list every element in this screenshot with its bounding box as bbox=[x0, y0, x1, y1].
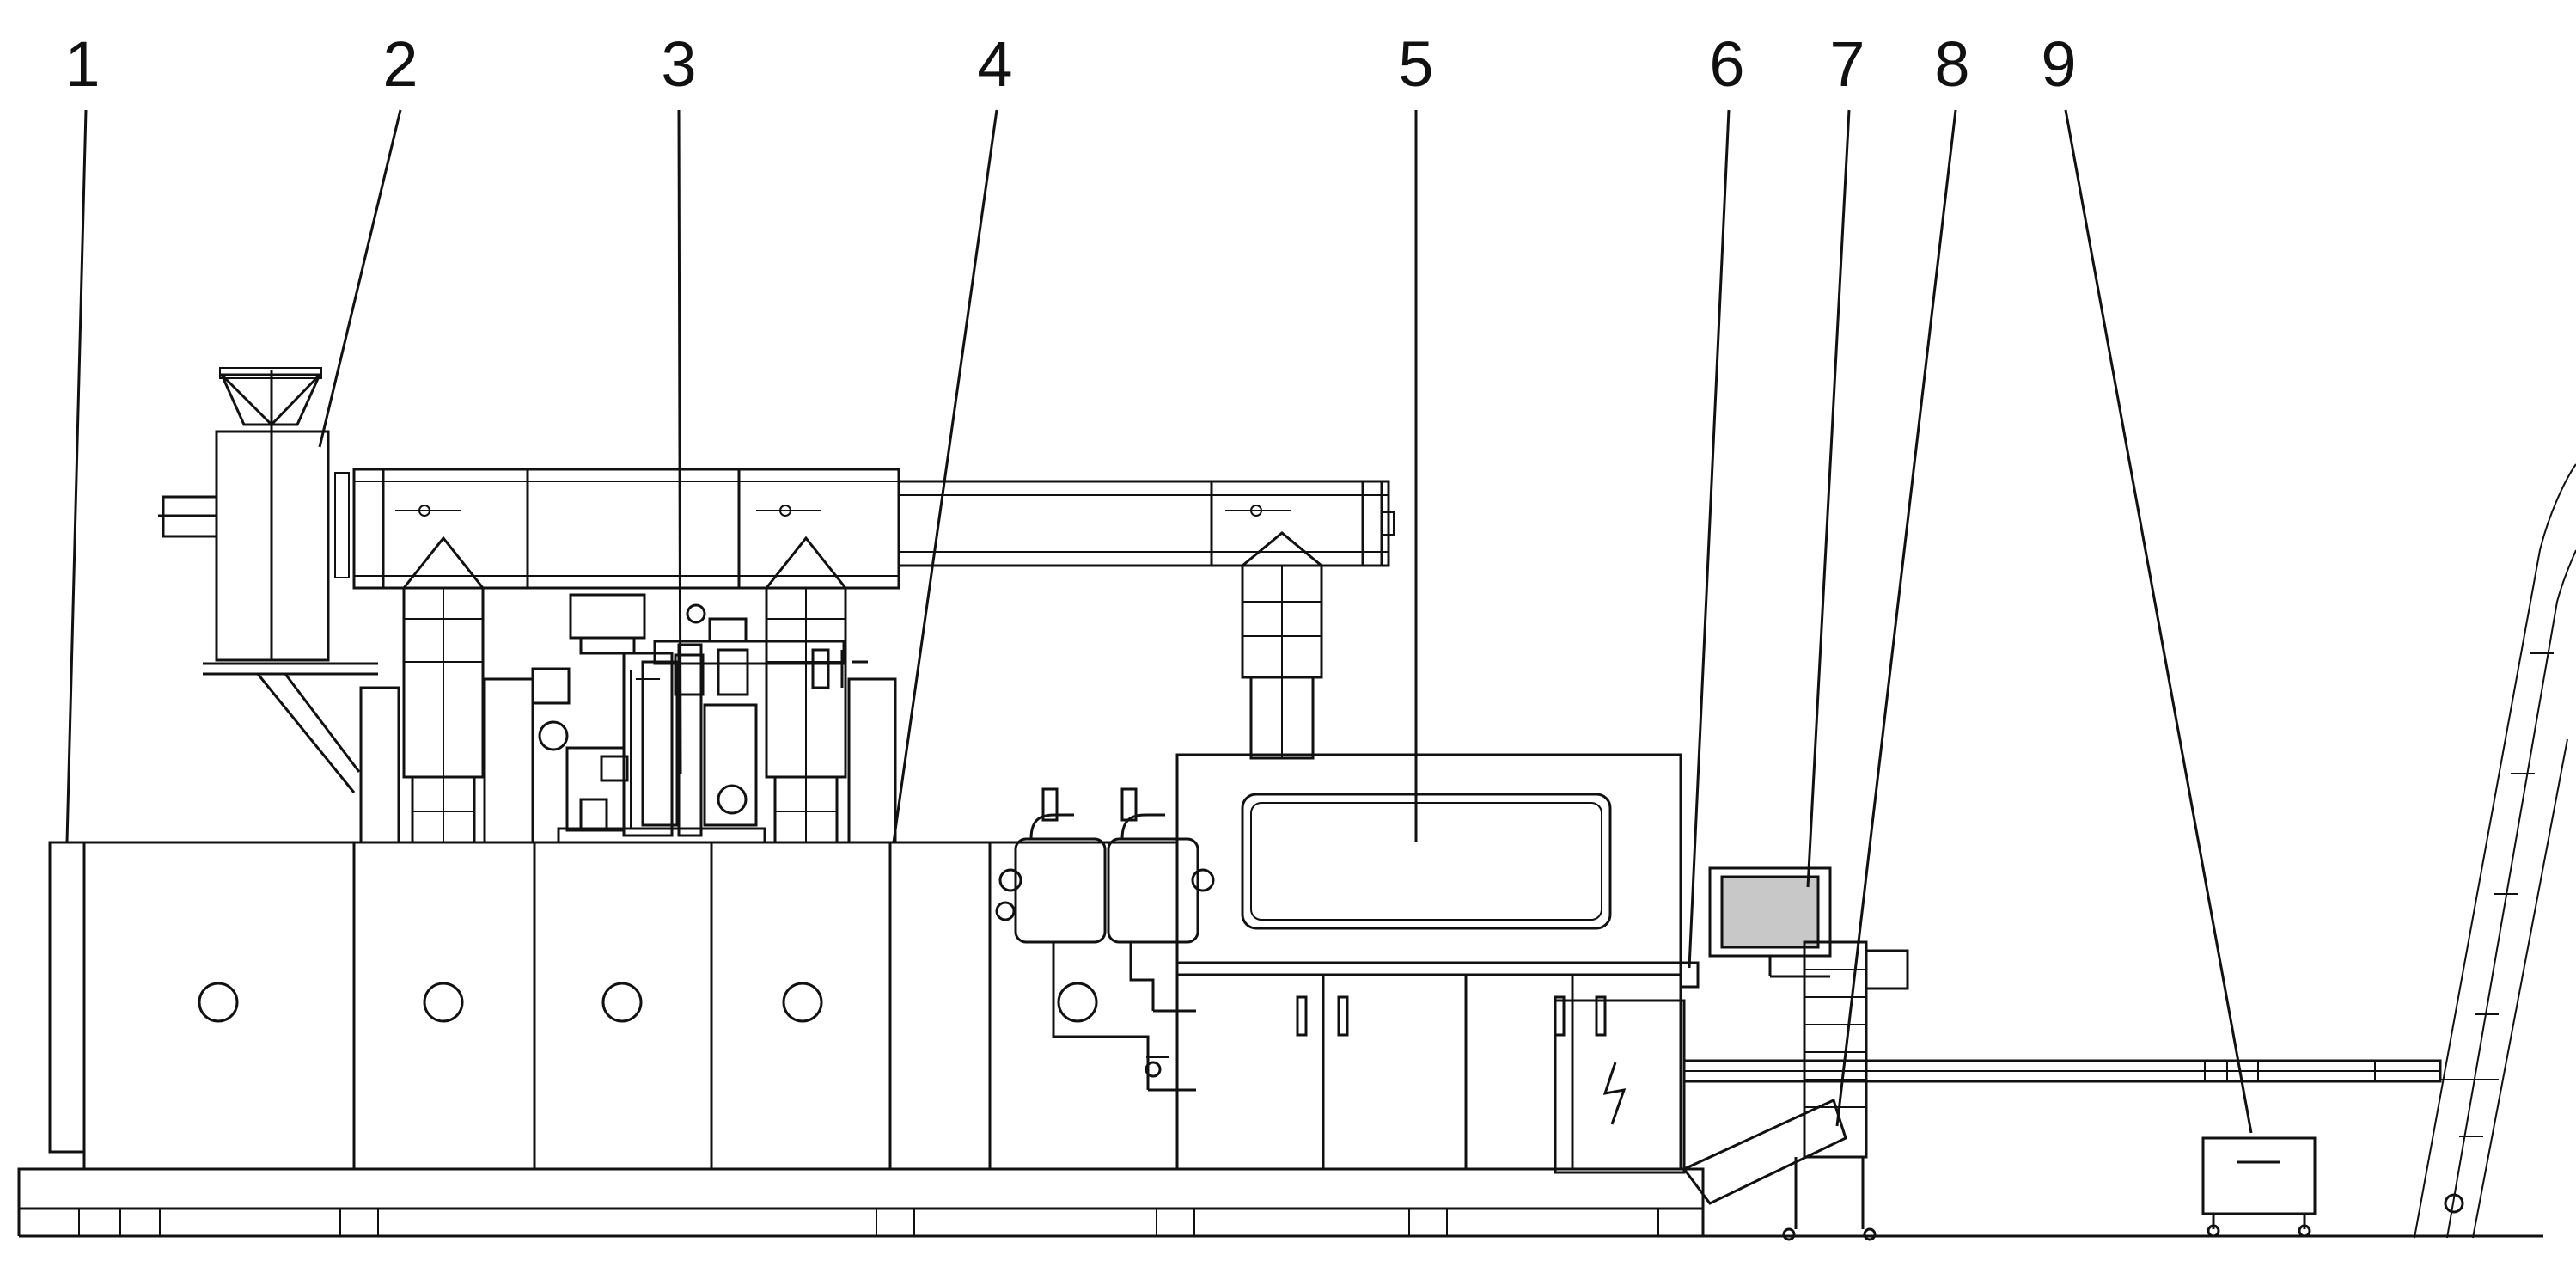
inclined-elevator bbox=[2414, 463, 2576, 1239]
callout-label-9: 9 bbox=[2041, 28, 2076, 100]
base-frame bbox=[17, 1167, 2543, 1238]
blower-unit bbox=[158, 367, 378, 793]
leader-line-9 bbox=[2064, 109, 2253, 1134]
central-mechanism bbox=[531, 593, 868, 844]
leader-line-8 bbox=[1835, 109, 1957, 1127]
main-cabinet bbox=[1175, 753, 1686, 1174]
leader-line-2 bbox=[318, 109, 402, 448]
nozzle-columns bbox=[359, 531, 1326, 844]
callout-label-5: 5 bbox=[1398, 28, 1433, 100]
callout-label-4: 4 bbox=[977, 28, 1012, 100]
lightning-bolt-icon bbox=[1602, 1062, 1627, 1125]
callout-label-8: 8 bbox=[1934, 28, 1969, 100]
leader-line-4 bbox=[892, 109, 998, 843]
display-panel bbox=[1720, 875, 1820, 949]
electrical-box bbox=[1554, 999, 1686, 1174]
leader-line-1 bbox=[65, 109, 88, 843]
callout-label-1: 1 bbox=[64, 28, 100, 100]
chute-assembly bbox=[1682, 940, 1909, 1241]
output-conveyor bbox=[1682, 1059, 2442, 1083]
leader-line-3 bbox=[677, 109, 682, 774]
callout-label-2: 2 bbox=[382, 28, 418, 100]
callout-label-7: 7 bbox=[1829, 28, 1865, 100]
leader-line-7 bbox=[1806, 109, 1851, 888]
tank-assembly bbox=[995, 787, 1215, 1092]
end-panel bbox=[48, 841, 86, 1154]
collection-bin bbox=[2201, 1136, 2317, 1238]
callout-label-3: 3 bbox=[661, 28, 696, 100]
air-duct bbox=[352, 468, 1395, 590]
callout-label-6: 6 bbox=[1709, 28, 1744, 100]
control-display bbox=[1679, 866, 1832, 989]
leader-line-6 bbox=[1688, 109, 1731, 969]
